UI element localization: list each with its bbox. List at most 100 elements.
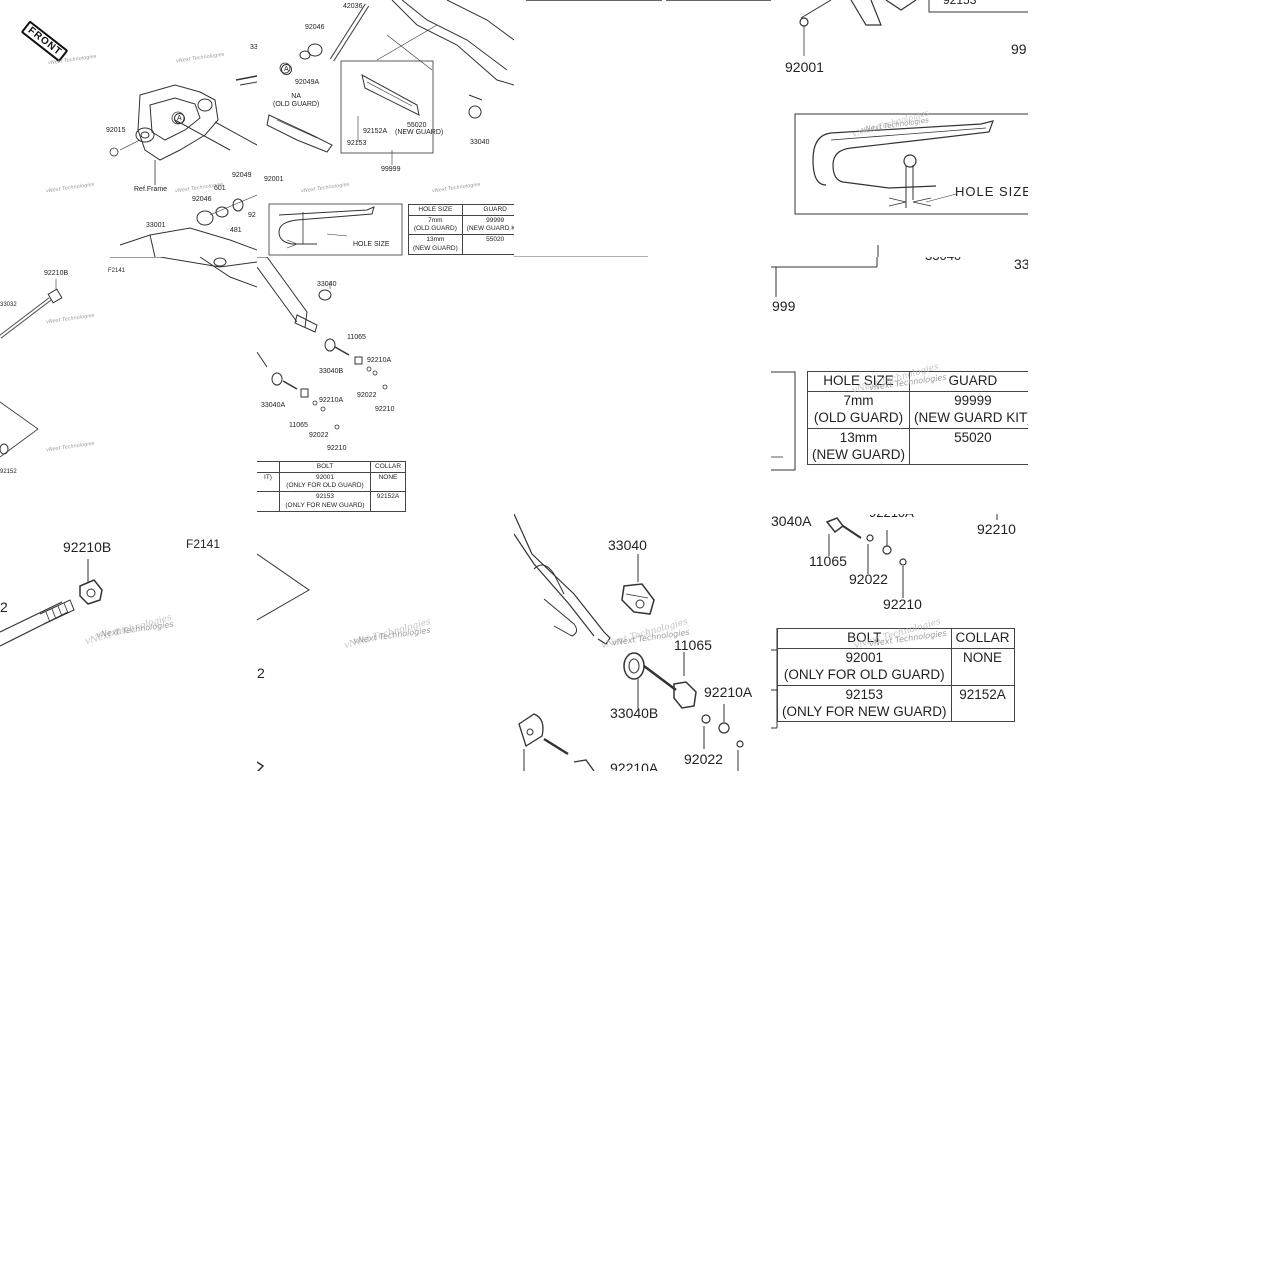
label-481: 481 — [230, 227, 242, 234]
guard-table-zoom-cell: 55020 — [909, 427, 1028, 466]
bolt-table-small-header-bolt: BOLT — [279, 460, 371, 474]
label-11065-small-2: 11065 — [289, 422, 308, 429]
bolt-table-zoom: BOLT COLLAR 92001 (ONLY FOR OLD GUARD) N… — [777, 628, 1015, 723]
label-ref-frame: Ref.Frame — [134, 186, 168, 193]
guard-table-zoom-header-hole: HOLE SIZE — [807, 371, 910, 392]
bolt-table-zoom-cell: NONE — [950, 647, 1015, 686]
label-33032-small: 33032 — [0, 302, 17, 308]
label-33040-small: 33040 — [317, 281, 337, 288]
blank-tile-borders — [514, 0, 771, 257]
label-92022-small-2: 92022 — [309, 432, 329, 439]
tile-zoom-adjuster: 33040 11065 92210A 33040B 92022 92210A v… — [514, 514, 771, 771]
guard-table-zoom: HOLE SIZE GUARD 7mm (OLD GUARD) 99999 (N… — [807, 371, 1028, 466]
tile-blank-top — [514, 0, 771, 257]
callout-a: A — [174, 113, 185, 124]
guard-table-small-cell: 7mm (OLD GUARD) — [408, 215, 463, 236]
na-old-guard-text: NA (OLD GUARD) — [273, 93, 320, 108]
tile-zoom-bolt-table: 3040A 92210A 92210 11065 92022 92210 BOL… — [771, 514, 1028, 771]
label-92210a-2: 92210A — [610, 760, 659, 771]
label-33040-top: 33040 — [470, 139, 490, 146]
guard-table-zoom-cell: 99999 (NEW GUARD KIT) — [909, 390, 1028, 429]
adjuster-drawing — [257, 257, 388, 430]
label-new-guard: (NEW GUARD) — [395, 129, 444, 136]
label-92210a-small-2: 92210A — [319, 397, 344, 404]
bolt-table-small-cell: NONE — [369, 472, 407, 493]
label-92049a: 92049A — [295, 79, 320, 86]
guard-table-zoom-cell: 7mm (OLD GUARD) — [807, 390, 910, 429]
label-92-partial: 92 — [248, 212, 256, 219]
bolt-table-zoom-cell: 92152A — [950, 684, 1015, 723]
guard-table-zoom-borders — [771, 257, 878, 471]
label-3040a-partial: 3040A — [771, 514, 812, 529]
tile-overview-left-lower: 92210B F2141 33032 92152 vNext Technolog… — [0, 257, 257, 514]
bolt-zoom-drawing — [771, 514, 998, 729]
swingarm-guard-drawing — [266, 0, 514, 256]
label-42036: 42036 — [343, 3, 363, 10]
label-33-partial-2: 33 — [1014, 257, 1028, 272]
label-92210a-cut: 92210A — [869, 514, 914, 519]
label-55020: 55020 — [407, 122, 427, 129]
tile-overview-center-lower: 33040 11065 92210A 33040B 92022 92210 33… — [257, 257, 514, 514]
guard-table-zoom-cell: 13mm (NEW GUARD) — [807, 427, 910, 466]
frame-bracket-drawing — [109, 75, 257, 257]
label-92210a-small: 92210A — [367, 357, 392, 364]
axle-zoom-drawing — [0, 559, 103, 647]
tile-overview-center: 42036 92046 A 92049A NA (OLD GUARD) 9215… — [257, 0, 514, 257]
bolt-table-zoom-cell: 92153 (ONLY FOR NEW GUARD) — [777, 684, 952, 723]
label-999-partial: 999 — [772, 298, 796, 314]
label-2-partial: 2 — [0, 599, 8, 615]
callout-a-2: A — [281, 64, 292, 75]
tile-zoom-frame-edge: 2 vNext Technologies vNext Technologies — [257, 514, 514, 771]
label-hole-size-zoom: HOLE SIZE — [955, 184, 1028, 199]
guard-table-small-cell: 13mm (NEW GUARD) — [408, 234, 463, 255]
guard-detail-drawing — [794, 0, 1028, 257]
guard-table-zoom-header-guard: GUARD — [909, 371, 1028, 392]
bolt-table-small-cell: 92152A — [369, 491, 407, 512]
bolt-table-zoom-header-bolt: BOLT — [777, 628, 952, 649]
label-92046-b: 92046 — [192, 196, 212, 203]
label-92022: 92022 — [684, 751, 723, 767]
label-92001: 92001 — [264, 176, 284, 183]
guard-table-small-cell: 55020 — [461, 234, 514, 255]
label-92153-top-partial: 92153 — [943, 0, 977, 7]
label-33040b-small: 33040B — [319, 368, 344, 375]
label-92022-small: 92022 — [357, 392, 377, 399]
tile-blank-middle — [514, 257, 771, 514]
label-92210-zoom-2: 92210 — [883, 596, 922, 612]
label-92210-small: 92210 — [375, 406, 395, 413]
label-33040a-small: 33040A — [261, 402, 286, 409]
label-2-partial-b: 2 — [257, 665, 265, 681]
label-33040b: 33040B — [610, 705, 659, 721]
guard-table-small-header-guard: GUARD — [461, 203, 514, 217]
label-92015: 92015 — [106, 127, 126, 134]
label-99-partial: 99 — [1011, 41, 1027, 57]
tile-zoom-axle: 92210B F2141 2 vNext Technologies vNext … — [0, 514, 257, 771]
label-92049: 92049 — [232, 172, 252, 179]
bolt-table-small-cell: 92153 (ONLY FOR NEW GUARD) — [279, 491, 371, 512]
label-hole-size-small: HOLE SIZE — [353, 241, 390, 248]
label-f2141: F2141 — [186, 537, 221, 551]
axle-drawing — [0, 257, 257, 458]
tile-overview-left: FRONT A 92015 Ref.Frame 92049 601 92046 … — [0, 0, 257, 257]
label-92046: 92046 — [305, 24, 325, 31]
label-33040: 33040 — [608, 537, 647, 553]
bolt-table-zoom-header-collar: COLLAR — [950, 628, 1015, 649]
label-92153: 92153 — [347, 140, 367, 147]
adjuster-zoom-drawing — [514, 514, 744, 771]
label-92210b: 92210B — [63, 539, 112, 555]
label-33-partial: 33 — [250, 44, 257, 51]
label-92001-zoom: 92001 — [785, 59, 824, 75]
guard-table-small-header-hole: HOLE SIZE — [408, 203, 463, 217]
label-11065-zoom: 11065 — [809, 553, 847, 569]
label-92022-zoom: 92022 — [849, 571, 888, 587]
bolt-table-small-cut — [257, 460, 280, 474]
label-33040-cut: 33040 — [925, 257, 961, 262]
label-11065: 11065 — [674, 637, 712, 653]
label-92152-small: 92152 — [0, 469, 17, 475]
bolt-table-zoom-cell: 92001 (ONLY FOR OLD GUARD) — [777, 647, 952, 686]
label-92152a: 92152A — [363, 128, 388, 135]
label-601: 601 — [214, 185, 226, 192]
label-92210a: 92210A — [704, 684, 753, 700]
bolt-table-small-cut-text: IT) — [257, 472, 280, 493]
bolt-table-small-header-collar: COLLAR — [369, 460, 407, 474]
